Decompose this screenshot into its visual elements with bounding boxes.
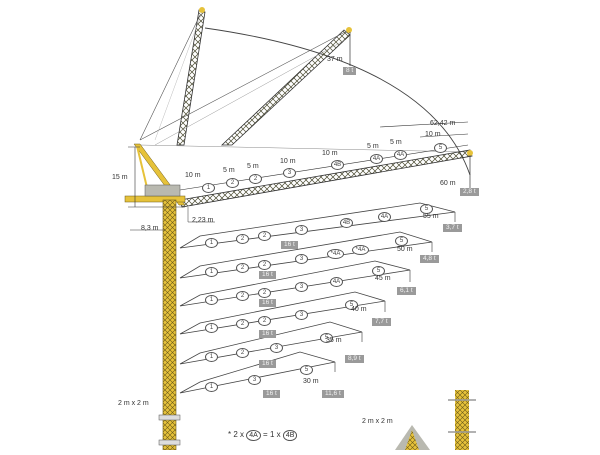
cfg1-seg: 5 bbox=[420, 204, 433, 214]
cfg3-root-load: 16 t bbox=[259, 299, 276, 307]
cfg6-radius: 30 m bbox=[303, 378, 319, 385]
cfg4-radius: 40 m bbox=[351, 306, 367, 313]
main-jib bbox=[179, 149, 473, 208]
cfg5-root-load: 16 t bbox=[259, 360, 276, 368]
cfg2-seg: 2 bbox=[236, 263, 249, 273]
cfg1-radius: 55 m bbox=[423, 213, 439, 220]
radius-arc bbox=[204, 27, 471, 176]
footnote-seg-4a: 4A bbox=[246, 430, 261, 441]
cfg6-tip-load: 11,6 t bbox=[322, 390, 344, 398]
cfg2-seg: 2 bbox=[258, 260, 271, 270]
cfg1-tip-load: 3,7 t bbox=[443, 224, 462, 232]
mast-section-dimension: 2 m x 2 m bbox=[118, 400, 149, 407]
raised-jib bbox=[220, 27, 352, 146]
cfg2-tip-load: 4,8 t bbox=[420, 255, 439, 263]
jib-segment-3: 3 bbox=[283, 168, 296, 178]
cfg6-seg: 5 bbox=[300, 365, 313, 375]
footnote-prefix: * 2 x bbox=[228, 430, 245, 439]
jib-seg-length-3: 5 m bbox=[247, 163, 259, 170]
jib-seg-length-1: 10 m bbox=[185, 172, 201, 179]
cfg3-tip-load: 6,1 t bbox=[397, 287, 416, 295]
cfg3-seg: 2 bbox=[236, 291, 249, 301]
cfg5-radius: 35 m bbox=[326, 337, 342, 344]
mast-detail bbox=[395, 390, 476, 450]
jib-seg-length-8: 10 m bbox=[425, 131, 441, 138]
jib-segment-5: 5 bbox=[434, 143, 447, 153]
cfg2-seg: 5 bbox=[395, 236, 408, 246]
cfg3-seg: 2 bbox=[258, 288, 271, 298]
cfg6-seg: 1 bbox=[205, 382, 218, 392]
jib-segment-2b: 2 bbox=[249, 174, 262, 184]
cfg6-root-load: 16 t bbox=[263, 390, 280, 398]
cfg1-seg: 4A bbox=[378, 212, 391, 222]
cfg1-seg: 4B bbox=[340, 218, 353, 228]
cfg4-seg: 5 bbox=[345, 300, 358, 310]
height-dimension: 15 m bbox=[112, 174, 128, 181]
cfg4-seg: 3 bbox=[295, 310, 308, 320]
cfg2-radius: 50 m bbox=[397, 246, 413, 253]
cfg1-seg: 3 bbox=[295, 225, 308, 235]
cfg5-tip-load: 8,9 t bbox=[345, 355, 364, 363]
jib-seg-length-6: 5 m bbox=[367, 143, 379, 150]
cfg4-seg: 1 bbox=[205, 323, 218, 333]
raised-jib-load-badge: 8 t bbox=[343, 67, 357, 75]
cfg4-seg: 2 bbox=[258, 316, 271, 326]
cfg5-seg: 5 bbox=[320, 333, 333, 343]
cfg2-seg: *4A bbox=[352, 245, 369, 255]
cfg1-seg: 2 bbox=[236, 234, 249, 244]
tower-mast bbox=[162, 199, 177, 451]
cfg1-seg: 1 bbox=[205, 238, 218, 248]
cfg4-seg: 2 bbox=[236, 319, 249, 329]
cfg4-root-load: 16 t bbox=[259, 330, 276, 338]
mast-detail-dimension: 2 m x 2 m bbox=[362, 418, 393, 425]
cfg5-seg: 1 bbox=[205, 352, 218, 362]
footnote-equivalence: * 2 x 4A = 1 x 4B bbox=[228, 430, 298, 441]
cfg1-root-load: 16 t bbox=[281, 241, 298, 249]
cfg4-tip-load: 7,7 t bbox=[372, 318, 391, 326]
config-jibs bbox=[179, 202, 456, 394]
cfg3-seg: 1 bbox=[205, 295, 218, 305]
cfg2-seg: 3 bbox=[295, 254, 308, 264]
raised-jib-radius: 37 m bbox=[327, 56, 343, 63]
footnote-mid: = 1 x bbox=[263, 430, 281, 439]
jib-segment-4a: 4A bbox=[370, 154, 383, 164]
cfg2-seg: 1 bbox=[205, 267, 218, 277]
jib-seg-length-2: 5 m bbox=[223, 167, 235, 174]
jib-seg-length-4: 10 m bbox=[280, 158, 296, 165]
jib-segment-4b: 4B bbox=[331, 160, 344, 170]
offset-dimension: 2,23 m bbox=[192, 217, 214, 224]
cfg5-seg: 3 bbox=[270, 343, 283, 353]
cfg3-seg: 5 bbox=[372, 266, 385, 276]
counter-jib-dimension: 8,3 m bbox=[141, 225, 159, 232]
total-jib-length: 62,42 m bbox=[430, 120, 456, 127]
jib-segment-1: 1 bbox=[202, 183, 215, 193]
upright-jib bbox=[176, 7, 206, 146]
footnote-seg-4b: 4B bbox=[282, 430, 298, 441]
cfg3-seg: 3 bbox=[295, 282, 308, 292]
main-jib-load-badge: 2,8 t bbox=[460, 188, 479, 196]
cfg5-seg: 2 bbox=[236, 348, 249, 358]
cfg2-root-load: 16 t bbox=[259, 271, 276, 279]
jib-seg-length-7: 5 m bbox=[390, 139, 402, 146]
cfg1-seg: 2 bbox=[258, 231, 271, 241]
cfg6-seg: 3 bbox=[248, 375, 261, 385]
cfg2-seg: *4A bbox=[327, 249, 344, 259]
main-jib-radius: 60 m bbox=[440, 180, 456, 187]
jib-segment-4a-b: 4A bbox=[394, 150, 407, 160]
cfg3-radius: 45 m bbox=[375, 275, 391, 282]
jib-seg-length-5: 10 m bbox=[322, 150, 338, 157]
cfg3-seg: 4A bbox=[330, 277, 343, 287]
jib-segment-2: 2 bbox=[226, 178, 239, 188]
